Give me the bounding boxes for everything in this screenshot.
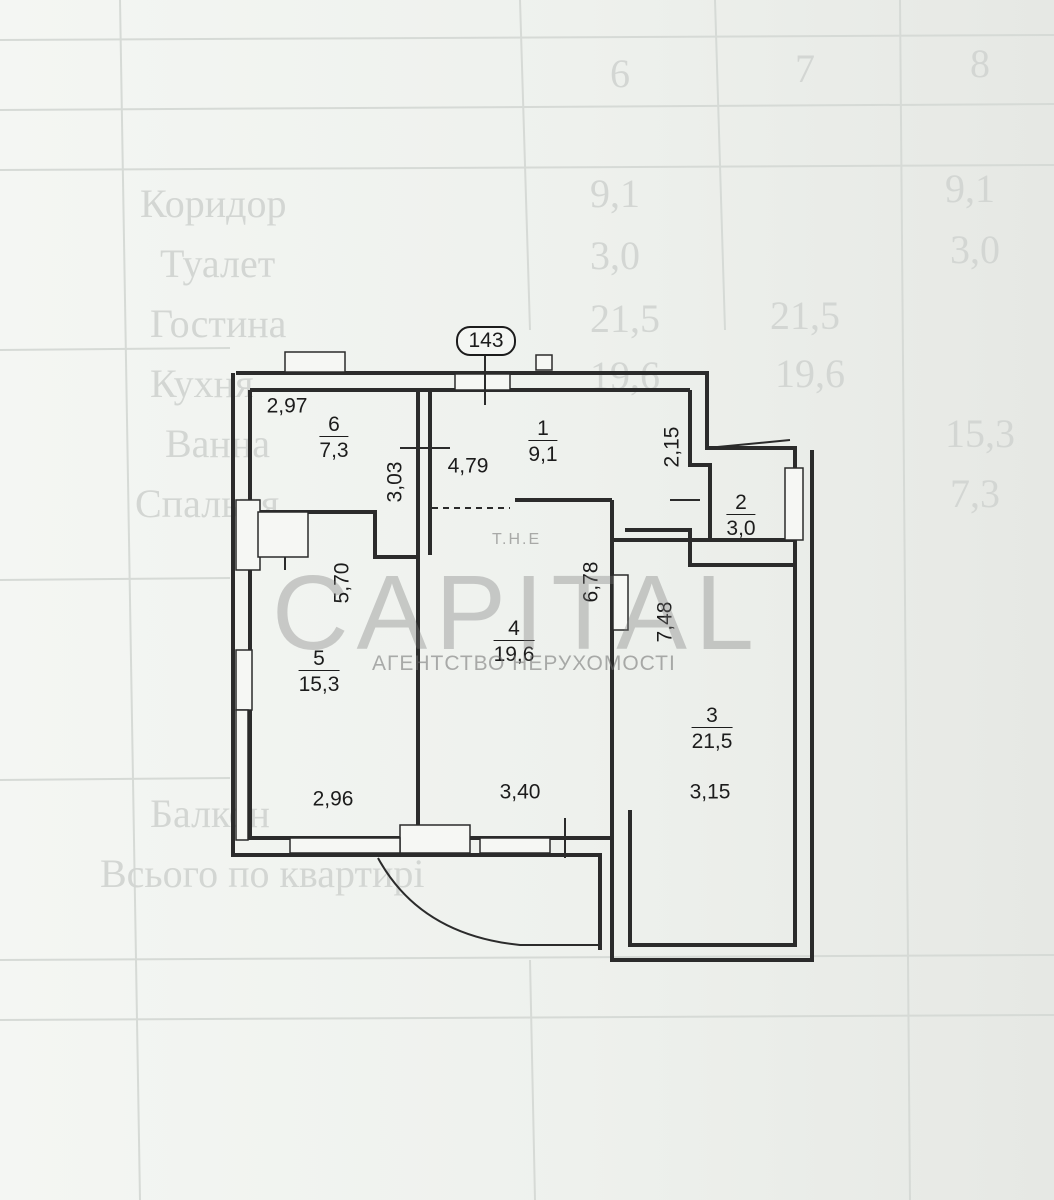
dimension-label: 2,97 [266, 394, 308, 418]
ghost-row-label: Коридор [140, 181, 287, 226]
watermark-prefix: T.H.E [492, 531, 542, 548]
room-3-area: 21,5 [691, 727, 733, 752]
dimension-label: 3,15 [689, 780, 731, 804]
ghost-cell: 21,5 [590, 296, 660, 341]
ghost-cell: 3,0 [950, 227, 1000, 272]
room-1-number: 1 [537, 417, 549, 440]
interior-walls [250, 390, 795, 838]
ghost-col-header: 7 [795, 46, 815, 91]
ghost-row-label: Гостина [150, 301, 287, 346]
windows [235, 351, 804, 854]
dimension-label: 2,96 [312, 787, 354, 811]
ghost-cell: 7,3 [950, 471, 1000, 516]
ghost-cell: 19,6 [775, 351, 845, 396]
ghost-cell: 9,1 [590, 171, 640, 216]
watermark-subtitle: АГЕНТСТВО НЕРУХОМОСТІ [372, 652, 676, 675]
section-tag: 143 [456, 326, 516, 356]
ghost-row-label: Ванна [165, 421, 270, 466]
room-4-area: 19,6 [493, 640, 535, 665]
dimension-label: 3,03 [383, 461, 407, 503]
ghost-col-header: 6 [610, 51, 630, 96]
ghost-row-label: Туалет [160, 241, 276, 286]
room-3-number: 3 [706, 704, 718, 727]
room-2-area: 3,0 [726, 514, 756, 539]
dimension-label: 2,15 [660, 426, 684, 468]
room-2-number: 2 [735, 491, 747, 514]
room-6-number: 6 [328, 413, 340, 436]
room-5-area: 15,3 [298, 670, 340, 695]
balcony-door-swing [377, 857, 600, 946]
ghost-cell: 21,5 [770, 293, 840, 338]
ghost-row-label: Всього по квартирі [100, 851, 425, 896]
dimension-label: 4,79 [447, 454, 489, 478]
ghost-cell: 15,3 [945, 411, 1015, 456]
room-1-area: 9,1 [528, 440, 558, 465]
room-4-number: 4 [508, 617, 520, 640]
ghost-cell: 3,0 [590, 233, 640, 278]
ghost-row-label: Кухня [150, 361, 254, 406]
ghost-cell: 9,1 [945, 166, 995, 211]
room-5-number: 5 [313, 647, 325, 670]
ghost-col-header: 8 [970, 41, 990, 86]
watermark-logo: CAPITAL [272, 554, 762, 672]
room-6-area: 7,3 [319, 436, 349, 461]
dimension-label: 3,40 [499, 780, 541, 804]
